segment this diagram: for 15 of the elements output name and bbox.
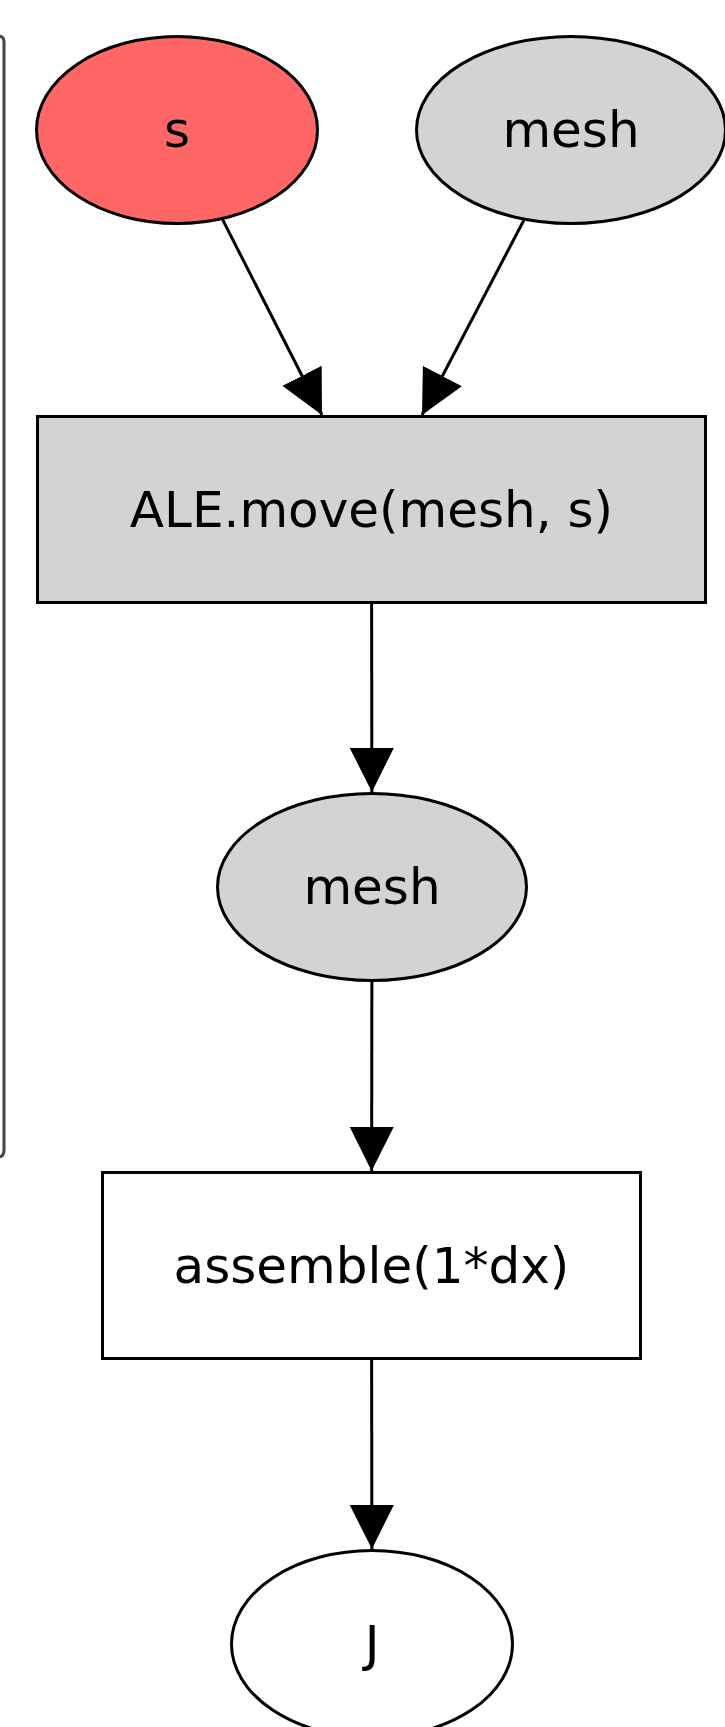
- arrow: [420, 219, 525, 416]
- node-label: J: [364, 1615, 380, 1673]
- node-label: ALE.move(mesh, s): [129, 480, 614, 539]
- arrow: [349, 1360, 394, 1549]
- arrow: [349, 604, 394, 792]
- data-ellipse: [216, 792, 528, 982]
- node-label: mesh: [303, 858, 441, 916]
- process-box: [36, 415, 707, 604]
- data-ellipse: [35, 35, 319, 225]
- process-box: [101, 1171, 642, 1360]
- node-label: s: [163, 101, 191, 159]
- arrow: [221, 219, 324, 416]
- node-label: mesh: [502, 101, 640, 159]
- arrow: [349, 982, 394, 1171]
- node-label: assemble(1*dx): [173, 1236, 570, 1295]
